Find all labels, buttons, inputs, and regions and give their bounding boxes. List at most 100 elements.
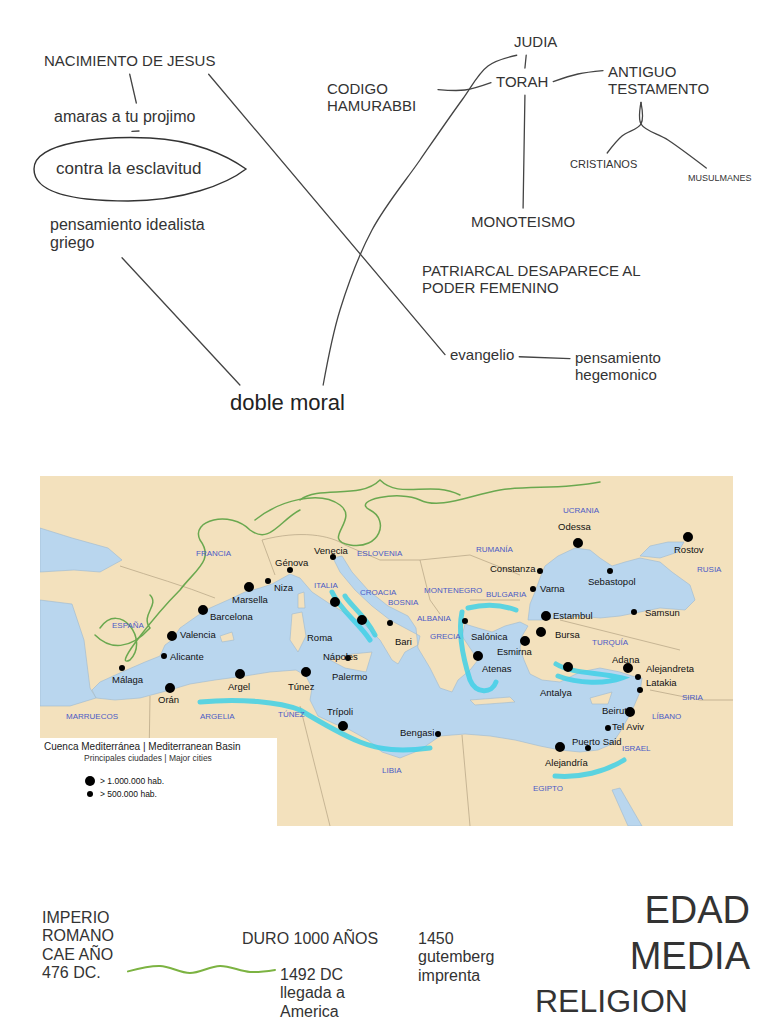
city-label: Sebastopol (588, 577, 636, 588)
node-text: pensamiento idealista griego (50, 216, 231, 253)
city-label: Esmirna (497, 647, 532, 658)
country-label: ESLOVENIA (357, 549, 402, 558)
black-sea (528, 548, 695, 620)
node-text: MUSULMANES (688, 173, 752, 183)
green-sketch-line (95, 595, 153, 645)
green-sketch-line (100, 510, 300, 661)
green-sketch-line (255, 482, 600, 546)
legend-dot (85, 776, 95, 786)
node-text: MONOTEISMO (471, 213, 575, 230)
era-heading: EDAD MEDIA (598, 888, 750, 979)
connector-line (519, 357, 570, 359)
city-label: Bengasi (400, 728, 434, 739)
country-label: TURQUÍA (592, 638, 628, 647)
legend-box (40, 738, 277, 826)
country-label: SIRIA (682, 693, 703, 702)
topic-text: pensamiento hegemonico (573, 347, 683, 386)
city-label: Bursa (555, 630, 580, 641)
country-label: EGIPTO (533, 784, 563, 793)
node-text: TORAH (496, 73, 548, 90)
bay-of-biscay (40, 528, 122, 572)
city-label: Roma (307, 633, 332, 644)
green-sketch-line (300, 480, 460, 500)
node-text: JUDIA (514, 33, 557, 50)
country-label: TÚNEZ (278, 710, 305, 719)
city-label: Constanza (490, 564, 535, 575)
node-text: contra la esclavitud (56, 159, 202, 179)
oval-outline-path (34, 138, 246, 201)
city-label: Orán (158, 695, 179, 706)
legend-row: > 1.000.000 hab. (84, 774, 164, 787)
topic-text: MONOTEISMO (469, 211, 577, 232)
node-text: CODIGO HAMURABBI (327, 80, 433, 115)
topic-text: pensamiento idealista griego (48, 214, 233, 255)
city-label: Varna (540, 584, 565, 595)
city-label: Atenas (482, 664, 512, 675)
theme-heading: RELIGION (535, 984, 688, 1019)
country-label: ARGELIA (200, 712, 235, 721)
city-label: Niza (274, 583, 293, 594)
city-label: Puerto Said (572, 737, 622, 748)
conclusion-text: doble moral (228, 388, 347, 417)
country-label: ISRAEL (622, 744, 650, 753)
node-text: CRISTIANOS (570, 158, 637, 171)
sea (92, 556, 642, 758)
connector-line (438, 83, 491, 91)
node-text: 1492 DC llegada a America (280, 966, 361, 1021)
country-label: LIBIA (382, 766, 402, 775)
land (40, 476, 733, 826)
country-label: FRANCIA (196, 549, 231, 558)
city-label: Venecia (314, 546, 348, 557)
city-label: Alejandreta (646, 664, 694, 675)
country-label: CROACIA (360, 588, 396, 597)
legend-row: > 500.000 hab. (84, 787, 164, 800)
topic-text: ANTIGUO TESTAMENTO (606, 61, 731, 100)
city-label: Tel Aviv (612, 722, 644, 733)
city-label: Túnez (288, 682, 314, 693)
city-label: Rostov (674, 545, 704, 556)
connector-line (130, 74, 137, 103)
city-dot-small (119, 554, 643, 751)
node-text: doble moral (230, 390, 345, 415)
node-text: PATRIARCAL DESAPARECE AL PODER FEMENINO (422, 262, 673, 297)
connector-line (525, 55, 526, 68)
country-label: MARRUECOS (66, 712, 118, 721)
topic-text: PATRIARCAL DESAPARECE AL PODER FEMENINO (420, 260, 675, 299)
country-label: ALBANIA (417, 614, 451, 623)
country-label: LÍBANO (652, 712, 681, 721)
cyan-highlight-line (468, 605, 516, 610)
node-text: NACIMIENTO DE JESUS (44, 52, 215, 69)
node-text: IMPERIO ROMANO CAE AÑO 476 DC. (42, 909, 123, 983)
city-label: Nápoles (323, 652, 358, 663)
topic-text: evangelio (448, 344, 516, 365)
topic-text: NACIMIENTO DE JESUS (42, 50, 217, 71)
connector-line (640, 103, 707, 169)
city-label: Salónica (471, 632, 507, 643)
city-label: Adana (612, 655, 639, 666)
connector-line (132, 130, 139, 132)
legend-dot (87, 791, 93, 797)
city-label: Bari (395, 637, 412, 648)
city-label: Palermo (332, 672, 367, 683)
node-text: evangelio (450, 346, 514, 363)
city-label: Valencia (180, 630, 216, 641)
city-label: Odessa (558, 522, 591, 533)
country-label: UCRANIA (563, 506, 599, 515)
connector-line (128, 966, 275, 973)
city-label: Málaga (112, 675, 143, 686)
country-label: RUMANÍA (476, 545, 513, 554)
node-text: pensamiento hegemonico (575, 349, 681, 384)
timeline-note: 1450 gutemberg imprenta (418, 930, 513, 985)
topic-text: CODIGO HAMURABBI (325, 78, 435, 117)
country-label: BULGARIA (486, 590, 526, 599)
timeline-note: DURO 1000 AÑOS (242, 930, 378, 948)
country-label: BOSNIA (388, 598, 418, 607)
atlantic (40, 600, 96, 706)
city-label: Alejandría (545, 758, 588, 769)
topic-text: amaras a tu projimo (52, 106, 197, 128)
city-label: Argel (228, 682, 250, 693)
timeline-event: IMPERIO ROMANO CAE AÑO 476 DC. (40, 907, 125, 985)
connector-line (607, 103, 642, 154)
